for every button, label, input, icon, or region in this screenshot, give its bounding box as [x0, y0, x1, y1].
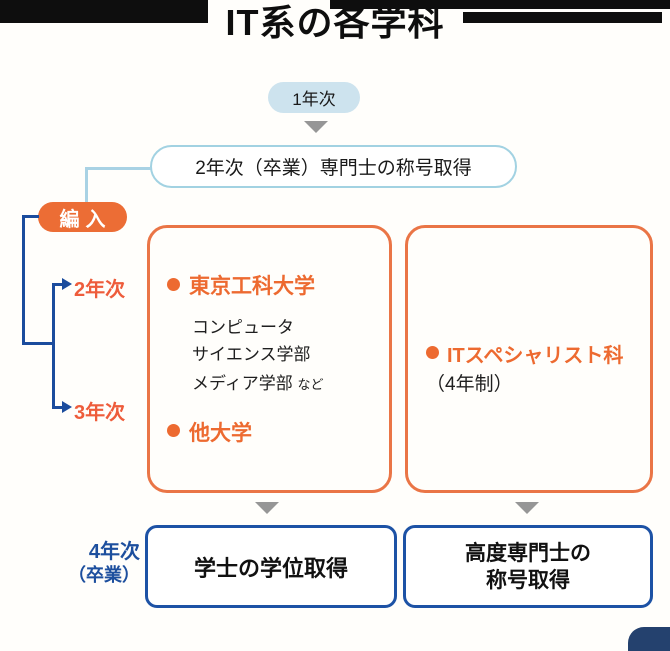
- university-item-tokyo: 東京工科大学: [189, 275, 315, 298]
- bracket-line: [22, 342, 55, 345]
- it-specialist-box: [405, 225, 653, 493]
- right-arrow-icon: [62, 401, 72, 413]
- advanced-diploma-label-line2: 称号取得: [486, 568, 570, 592]
- university-detail-line3: メディア学部 など: [192, 369, 324, 394]
- transfer-year3-label: 3年次: [74, 402, 126, 424]
- bullet-icon: [167, 424, 180, 437]
- it-specialist-item: ITスペシャリスト科: [447, 345, 624, 367]
- it-specialist-duration: （4年制）: [426, 374, 513, 395]
- university-detail-line3-main: メディア学部: [192, 374, 293, 393]
- page-title: IT系の各学科: [225, 2, 445, 43]
- university-detail-line2: サイエンス学部: [192, 345, 311, 364]
- connector-line-vertical: [85, 167, 88, 204]
- bracket-line: [52, 283, 55, 409]
- down-arrow-icon: [255, 502, 279, 514]
- year1-pill: 1年次: [268, 82, 360, 113]
- transfer-year2-label: 2年次: [74, 279, 126, 301]
- bachelor-degree-box: 学士の学位取得: [145, 525, 397, 608]
- title-bar-right-decoration: [463, 12, 662, 23]
- year2-attainment-pill: 2年次（卒業）専門士の称号取得: [150, 145, 517, 188]
- bracket-line: [22, 215, 39, 218]
- university-box: [147, 225, 392, 493]
- university-detail-line1: コンピュータ: [192, 318, 294, 337]
- university-detail-line3-suffix: など: [297, 377, 324, 392]
- year2-attainment-label: 2年次（卒業）専門士の称号取得: [195, 158, 472, 179]
- bullet-icon: [426, 346, 439, 359]
- down-arrow-icon: [515, 502, 539, 514]
- bracket-line: [52, 406, 64, 409]
- right-arrow-icon: [62, 278, 72, 290]
- corner-accent-decoration: [628, 627, 670, 651]
- transfer-pill: 編入: [38, 202, 127, 232]
- transfer-label: 編入: [59, 208, 112, 231]
- year1-label: 1年次: [292, 90, 336, 109]
- down-arrow-icon: [304, 121, 328, 133]
- year4-label-line2: （卒業）: [68, 565, 140, 585]
- bullet-icon: [167, 278, 180, 291]
- year4-label-line1: 4年次: [88, 541, 140, 563]
- bracket-line: [22, 215, 25, 345]
- university-item-other: 他大学: [189, 422, 252, 445]
- bachelor-degree-label: 学士の学位取得: [193, 555, 348, 581]
- title-bar-top-right-decoration: [330, 0, 670, 9]
- bracket-line: [52, 283, 64, 286]
- title-bar-left-decoration: [0, 0, 208, 23]
- connector-line-horizontal: [85, 167, 151, 170]
- advanced-diploma-label-line1: 高度専門士の: [465, 541, 591, 565]
- advanced-diploma-box: 高度専門士の 称号取得: [403, 525, 653, 608]
